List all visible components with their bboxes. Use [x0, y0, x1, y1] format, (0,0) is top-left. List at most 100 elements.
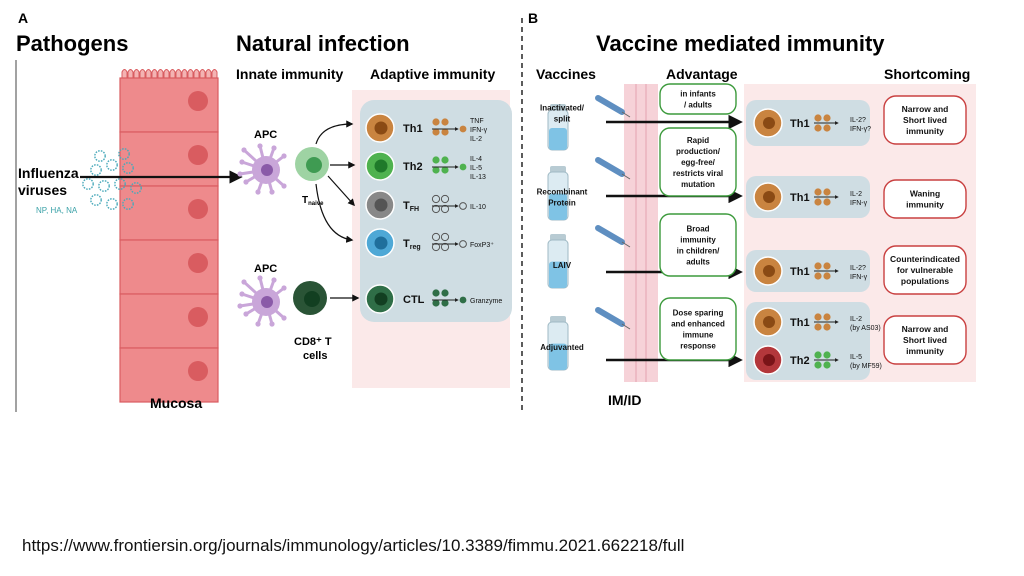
advantage-text: Dose sparing	[673, 309, 724, 318]
apc-dendrite-tip	[281, 315, 287, 321]
apc-dendrite-tip	[281, 153, 287, 159]
cytokine-label: IL-2	[470, 136, 482, 143]
apc-cell-top	[237, 143, 287, 195]
apc-dendrite-tip	[243, 311, 249, 317]
adaptive-cell-label-main: T	[403, 238, 410, 250]
advantage-heading: Advantage	[666, 66, 738, 82]
virus-particle	[94, 150, 106, 162]
epithelial-cell-nucleus	[188, 307, 208, 327]
adaptive-cell-label-sub: FH	[410, 206, 419, 213]
vaccine-name: LAIV	[553, 261, 572, 270]
apc-dendrite-tip	[243, 179, 249, 185]
adaptive-cell-nucleus	[374, 236, 388, 250]
response-granule	[823, 323, 831, 331]
vial-liquid	[549, 128, 567, 150]
advantage-text: and enhanced	[671, 320, 725, 329]
response-cytokine: IL-5	[850, 354, 862, 361]
syringe-barrel	[595, 157, 625, 177]
tnaive-label-sub: naive	[308, 201, 324, 207]
apc-dendrite-tip	[237, 303, 243, 309]
advantage-text: in children/	[677, 247, 720, 256]
apc-dendrite-tip	[241, 147, 247, 153]
tnaive-to-th1-arrow	[315, 120, 354, 145]
tnaive-to-tfh-arrow	[327, 175, 355, 207]
cytokine-granule	[432, 118, 440, 126]
apc-cell-bottom	[237, 275, 287, 327]
vaccine-name: Recombinant	[537, 188, 588, 197]
response-cell-nucleus	[763, 316, 775, 328]
advantage-box	[659, 83, 737, 115]
advantage-text: Rapid	[687, 136, 709, 145]
cytokine-granule	[431, 204, 441, 214]
advantage-text: production/	[676, 147, 721, 156]
cytokine-label: IL-10	[470, 204, 486, 211]
virus-particle	[130, 182, 142, 194]
natural-infection-title: Natural infection	[236, 31, 410, 56]
cytokine-label: TNF	[470, 118, 484, 125]
epithelial-cell-nucleus	[188, 145, 208, 165]
response-granule	[814, 188, 822, 196]
apc-dendrite-tip	[281, 285, 287, 291]
epithelial-cell-nucleus	[188, 253, 208, 273]
shortcoming-text: Waning	[910, 189, 940, 199]
shortcoming-text: for vulnerable	[897, 265, 953, 275]
shortcoming-text: populations	[901, 276, 949, 286]
apc-dendrite-tip	[257, 143, 263, 149]
cytokine-label: IL-4	[470, 156, 482, 163]
advantage-box	[659, 127, 737, 197]
cytokine-granule	[441, 299, 449, 307]
apc-label-top: APC	[254, 129, 277, 141]
vial-liquid	[549, 343, 567, 370]
syringe-barrel	[595, 225, 625, 245]
virus-particle	[106, 198, 118, 210]
syringe-barrel	[595, 95, 625, 115]
adaptive-cells-panel	[360, 100, 512, 322]
shortcoming-text: immunity	[906, 346, 944, 356]
advantage-text: response	[680, 342, 716, 351]
secreted-cytokine	[459, 163, 467, 171]
virus-particle	[122, 198, 134, 210]
influenza-virus-particles	[82, 148, 142, 210]
vaccines-heading: Vaccines	[536, 66, 596, 82]
vaccine-name: Protein	[548, 199, 576, 208]
route-label: IM/ID	[608, 392, 641, 408]
advantage-text: in infants	[680, 90, 716, 99]
advantage-text: / adults	[684, 101, 713, 110]
cytokine-label: Granzyme	[470, 298, 502, 305]
advantage-text: Broad	[686, 225, 709, 234]
shortcoming-box	[883, 179, 967, 219]
apc-dendrite-tip	[239, 159, 245, 165]
apc-nucleus	[261, 296, 273, 308]
shortcoming-text: Short lived	[903, 335, 947, 345]
response-granule	[823, 188, 831, 196]
virus-label-line1: Influenza	[18, 165, 79, 181]
response-cell-label: Th1	[790, 118, 810, 130]
cytokine-granule	[440, 242, 450, 252]
shortcoming-text: Counterindicated	[890, 254, 960, 264]
response-granule	[823, 272, 831, 280]
cytokine-granule	[432, 289, 440, 297]
tnaive-cell-nucleus	[306, 157, 322, 173]
apc-dendrite-tip	[237, 171, 243, 177]
response-granule	[823, 114, 831, 122]
cytokine-granule	[441, 166, 449, 174]
advantage-text: restricts viral	[673, 169, 723, 178]
shortcoming-text: immunity	[906, 200, 944, 210]
adaptive-cell-label-main: Th2	[403, 161, 423, 173]
panel-b-letter: B	[528, 10, 538, 26]
cytokine-granule	[441, 289, 449, 297]
response-cytokine: IL-2?	[850, 117, 866, 124]
advantage-text: mutation	[681, 180, 715, 189]
advantage-text: adults	[686, 258, 710, 267]
response-cell-label: Th1	[790, 192, 810, 204]
response-cell-nucleus	[763, 265, 775, 277]
adaptive-cell-label: Treg	[403, 238, 421, 251]
response-cell-nucleus	[763, 117, 775, 129]
response-granule	[814, 114, 822, 122]
cytokine-granule	[431, 232, 441, 242]
response-granule	[823, 313, 831, 321]
apc-nucleus	[261, 164, 273, 176]
response-cytokine: IL-2	[850, 191, 862, 198]
adaptive-cell-label-main: Th1	[403, 123, 423, 135]
